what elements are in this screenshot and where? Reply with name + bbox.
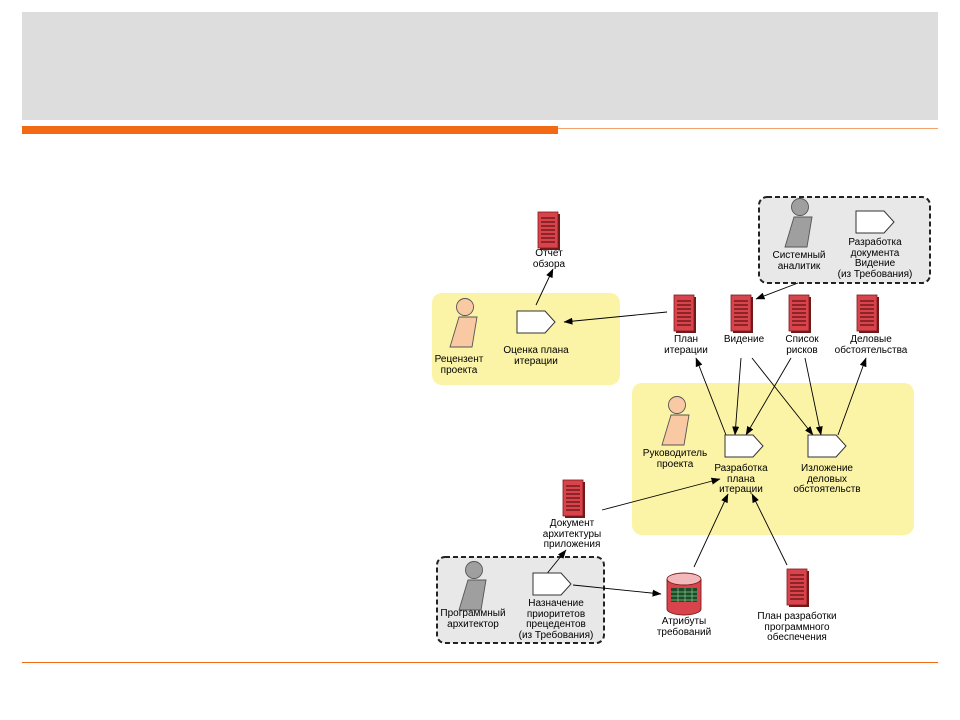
region-review — [432, 293, 620, 385]
arrow-prioritize-to-attributes — [572, 584, 662, 597]
iteration-plan-label: План итерации — [664, 334, 708, 356]
sys-analyst-label: Системный аналитик — [772, 250, 826, 272]
arrow-risks-to-statement — [804, 357, 823, 436]
arrow-develop-to-planiter — [695, 357, 727, 436]
reviewer-label: Рецензент проекта — [434, 354, 484, 376]
business-case-doc-icon — [856, 294, 880, 334]
develop-plan-label: Разработка плана итерации — [714, 463, 768, 495]
risk-list-doc-icon — [788, 294, 812, 334]
arrow-risks-to-develop — [745, 357, 792, 436]
arrow-vision-to-develop — [732, 357, 742, 436]
footer-rule — [22, 662, 938, 663]
vision-dev-label: Разработка документа Видение (из Требова… — [837, 237, 913, 280]
accent-rule-thin — [558, 128, 938, 129]
sw-dev-plan-label: План разработки программного обеспечения — [757, 611, 837, 643]
business-case-label: Деловые обстоятельства — [834, 334, 908, 356]
risk-list-label: Список рисков — [785, 334, 819, 356]
prioritize-label: Назначение приоритетов прецедентов (из Т… — [518, 598, 594, 641]
req-attributes-label: Атрибуты требований — [656, 616, 712, 638]
arrow-vision-dev-to-vision — [755, 282, 799, 300]
diagram-canvas — [432, 196, 931, 644]
arrow-prioritize-to-archdoc — [544, 549, 567, 577]
arrow-swplan-to-develop — [751, 493, 788, 566]
project-manager-label: Руководитель проекта — [642, 448, 708, 470]
arrow-planiter-to-assess — [563, 311, 668, 325]
arrow-vision-to-statement — [751, 357, 814, 436]
vision-label: Видение — [723, 334, 765, 345]
arch-doc-icon — [562, 479, 586, 519]
review-report-doc-icon — [537, 211, 561, 251]
iteration-plan-doc-icon — [673, 294, 697, 334]
business-statement-label: Изложение деловых обстоятельств — [793, 463, 861, 495]
arrow-assess-to-report — [535, 268, 554, 306]
arch-doc-label: Документ архитектуры приложения — [542, 518, 602, 550]
review-report-label: Отчет обзора — [532, 248, 566, 270]
arrow-statement-to-business — [837, 357, 867, 436]
vision-doc-icon — [730, 294, 754, 334]
slide-title-area — [22, 12, 938, 120]
workflow-diagram: Отчет обзора Системный аналитик Разработ… — [430, 195, 935, 655]
accent-rule-thick — [22, 126, 558, 134]
requirements-attributes-db-icon — [666, 572, 702, 616]
assess-plan-label: Оценка плана итерации — [503, 345, 569, 367]
sw-architect-label: Программный архитектор — [440, 608, 506, 630]
arrow-archdoc-to-develop — [601, 477, 721, 511]
sw-dev-plan-doc-icon — [786, 568, 810, 608]
arrow-attributes-to-develop — [693, 493, 729, 568]
